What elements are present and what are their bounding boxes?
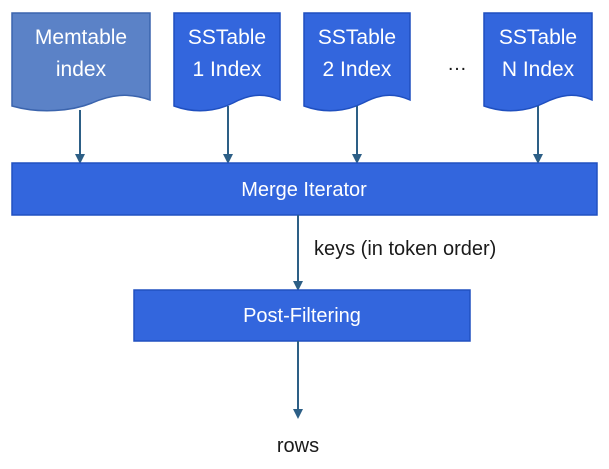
memtable-doc-shape	[11, 12, 151, 112]
memtable-label-line2: index	[56, 58, 107, 81]
sstable-2-label-line1: SSTable	[318, 26, 396, 49]
keys-token-order-label: keys (in token order)	[314, 238, 496, 260]
post-filtering-box: Post-Filtering	[133, 289, 471, 342]
sstable-1-index-doc: SSTable 1 Index	[173, 12, 281, 112]
sstable-2-index-doc: SSTable 2 Index	[303, 12, 411, 112]
sstable-2-doc-shape	[303, 12, 411, 112]
sstable-n-index-doc: SSTable N Index	[483, 12, 593, 112]
post-filtering-label: Post-Filtering	[243, 305, 361, 327]
sstable-2-label-line2: 2 Index	[323, 58, 392, 81]
memtable-label-line1: Memtable	[35, 26, 127, 49]
sstable-1-label-line1: SSTable	[188, 26, 266, 49]
sstable-1-doc-shape	[173, 12, 281, 112]
sstable-n-doc-shape	[483, 12, 593, 112]
sstable-n-label-line2: N Index	[502, 58, 575, 81]
sstable-1-label-line2: 1 Index	[193, 58, 262, 81]
rows-output-label: rows	[277, 435, 319, 457]
ellipsis: …	[447, 53, 467, 75]
sstable-n-label-line1: SSTable	[499, 26, 577, 49]
merge-iterator-box: Merge Iterator	[11, 162, 598, 216]
memtable-index-doc: Memtable index	[11, 12, 151, 112]
merge-iterator-label: Merge Iterator	[241, 179, 367, 201]
